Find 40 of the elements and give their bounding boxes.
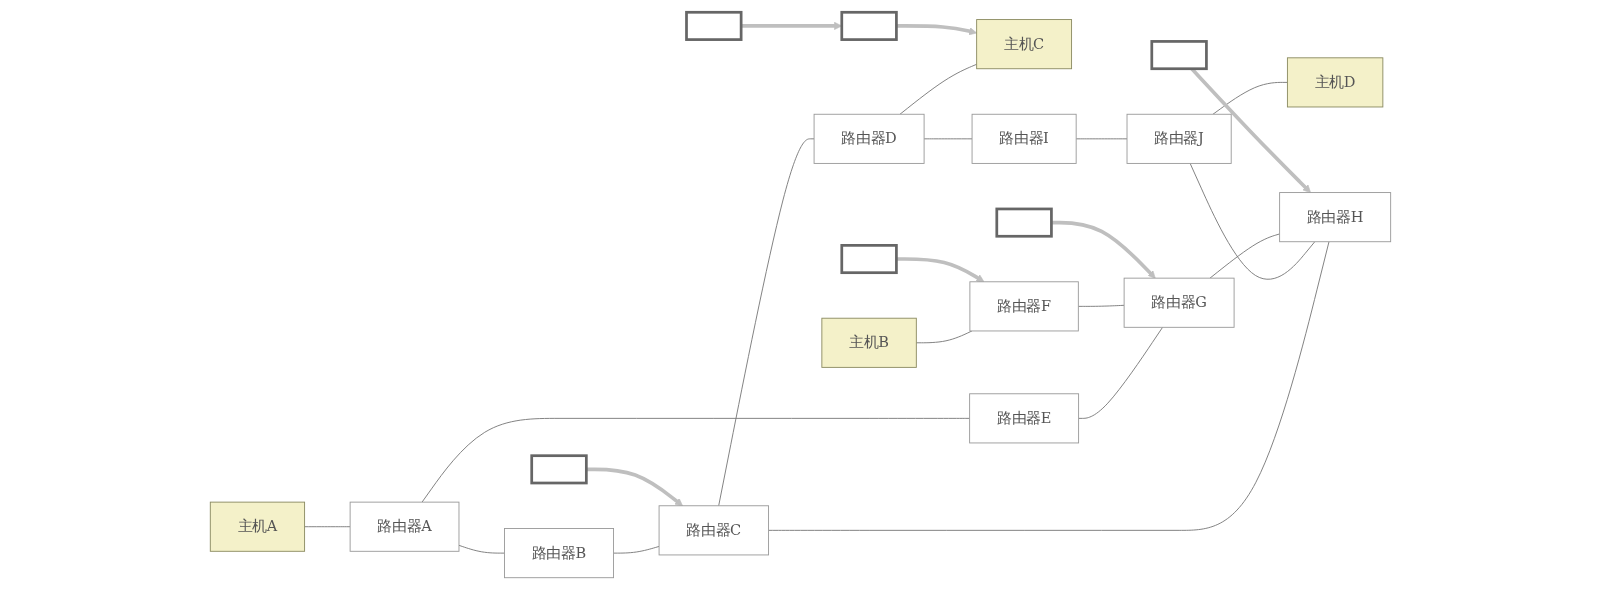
connector xyxy=(923,138,973,140)
connector xyxy=(1077,326,1163,419)
node-box: 主机C xyxy=(975,19,1072,70)
node-box xyxy=(684,10,742,41)
node-box: 路由器G xyxy=(1123,277,1235,328)
connector xyxy=(612,545,660,554)
node-box: 路由器H xyxy=(1278,192,1391,243)
node-box: 路由器B xyxy=(503,528,614,579)
node-box: 路由器I xyxy=(971,113,1077,164)
arrow xyxy=(895,24,977,36)
arrow xyxy=(895,257,984,283)
connector xyxy=(421,417,970,503)
node-box xyxy=(1149,40,1208,71)
connector xyxy=(303,526,351,528)
node-box xyxy=(994,207,1053,238)
node-box: 主机B xyxy=(820,317,917,368)
node-box: 路由器D xyxy=(813,113,925,164)
node-box xyxy=(529,454,588,485)
node-box: 路由器A xyxy=(349,501,459,552)
node-box xyxy=(839,10,898,41)
connector xyxy=(1209,233,1280,279)
connector xyxy=(717,138,815,507)
node-box xyxy=(839,244,898,275)
arrow xyxy=(585,467,683,507)
node-box: 路由器J xyxy=(1126,113,1232,164)
connector xyxy=(767,241,1329,531)
node-box: 主机D xyxy=(1286,57,1383,108)
node-box: 路由器C xyxy=(658,505,769,556)
arrow xyxy=(740,21,842,30)
node-box: 主机A xyxy=(209,501,305,552)
arrow xyxy=(1050,220,1156,279)
connector xyxy=(899,63,977,115)
node-box: 路由器E xyxy=(968,393,1079,444)
connector xyxy=(915,330,972,344)
node-box: 路由器F xyxy=(968,281,1079,332)
connector xyxy=(1189,162,1315,280)
connector xyxy=(1212,81,1288,115)
connector xyxy=(1077,304,1125,307)
connector xyxy=(1075,138,1127,140)
connector xyxy=(458,544,505,554)
